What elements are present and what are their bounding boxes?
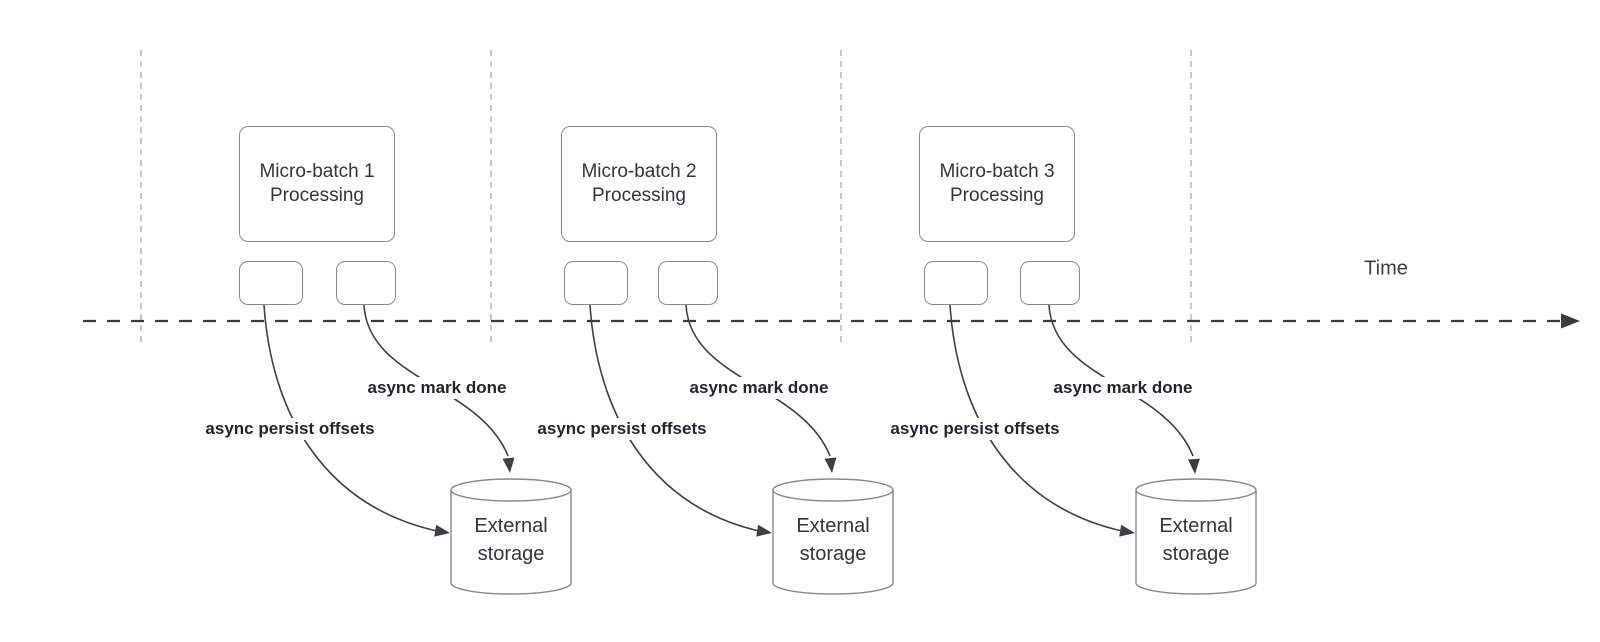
mark-done-label-3: async mark done bbox=[1049, 377, 1197, 399]
persist-offsets-arrowhead-3 bbox=[1119, 524, 1135, 537]
small-box-b-3 bbox=[1020, 261, 1080, 305]
persist-offsets-arrow-1 bbox=[263, 304, 438, 532]
micro-batch-title-line2: Processing bbox=[270, 185, 364, 206]
small-box-a-1 bbox=[239, 261, 303, 305]
micro-batch-box-3: Micro-batch 3 Processing bbox=[919, 126, 1075, 242]
persist-offsets-label-1: async persist offsets bbox=[201, 418, 379, 440]
small-box-a-2 bbox=[564, 261, 628, 305]
micro-batch-box-1: Micro-batch 1 Processing bbox=[239, 126, 395, 242]
external-storage-cylinder-1 bbox=[450, 478, 572, 595]
time-axis-arrowhead bbox=[1561, 313, 1580, 329]
persist-offsets-arrow-2 bbox=[589, 304, 760, 532]
micro-batch-title-line2: Processing bbox=[592, 185, 686, 206]
cylinder-body-3 bbox=[1135, 490, 1257, 595]
small-box-a-3 bbox=[924, 261, 988, 305]
time-label: Time bbox=[1364, 257, 1408, 280]
persist-offsets-arrowhead-2 bbox=[756, 524, 772, 537]
storage-label-line2: storage bbox=[477, 543, 545, 565]
cylinder-body-2 bbox=[772, 490, 894, 595]
mark-done-arrowhead-2 bbox=[824, 457, 837, 473]
storage-label-line1: External bbox=[1159, 515, 1233, 537]
cylinder-top-3 bbox=[1135, 478, 1257, 502]
persist-offsets-label-2: async persist offsets bbox=[533, 418, 711, 440]
small-box-b-1 bbox=[336, 261, 396, 305]
storage-label-3: External storage bbox=[1136, 500, 1256, 580]
micro-batch-title-line1: Micro-batch 1 bbox=[259, 161, 375, 182]
persist-offsets-arrowhead-1 bbox=[434, 524, 450, 537]
external-storage-cylinder-2 bbox=[772, 478, 894, 595]
storage-label-1: External storage bbox=[451, 500, 571, 580]
storage-label-line1: External bbox=[474, 515, 548, 537]
persist-offsets-label-3: async persist offsets bbox=[886, 418, 1064, 440]
external-storage-cylinder-3 bbox=[1135, 478, 1257, 595]
mark-done-arrowhead-1 bbox=[502, 457, 515, 473]
micro-batch-title-line2: Processing bbox=[950, 185, 1044, 206]
storage-label-line2: storage bbox=[799, 543, 867, 565]
cylinder-body-1 bbox=[450, 490, 572, 595]
micro-batch-box-2: Micro-batch 2 Processing bbox=[561, 126, 717, 242]
storage-label-line2: storage bbox=[1162, 543, 1230, 565]
mark-done-label-1: async mark done bbox=[363, 377, 511, 399]
cylinder-top-1 bbox=[450, 478, 572, 502]
micro-batch-title-line1: Micro-batch 2 bbox=[581, 161, 697, 182]
micro-batch-title-line1: Micro-batch 3 bbox=[939, 161, 1055, 182]
storage-label-line1: External bbox=[796, 515, 870, 537]
mark-done-arrowhead-3 bbox=[1187, 458, 1200, 474]
persist-offsets-arrow-3 bbox=[949, 304, 1123, 532]
mark-done-label-2: async mark done bbox=[685, 377, 833, 399]
small-box-b-2 bbox=[658, 261, 718, 305]
cylinder-top-2 bbox=[772, 478, 894, 502]
storage-label-2: External storage bbox=[773, 500, 893, 580]
